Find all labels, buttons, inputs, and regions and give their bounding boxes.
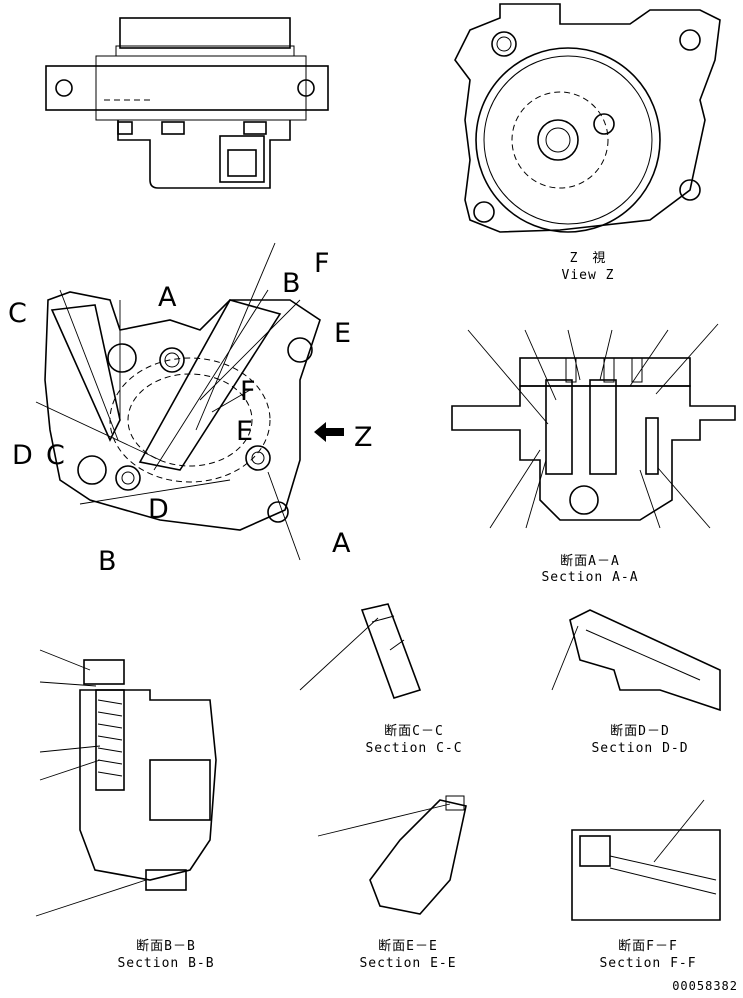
section-f-f-title-jp: 断面F－F — [618, 939, 678, 954]
drawing-number: 00058382 — [672, 979, 738, 993]
section-cut-lines — [35, 242, 301, 561]
cut-label-d-2: D — [148, 494, 169, 525]
section-d-d-drawing — [569, 609, 721, 712]
view-arrow-z — [314, 422, 344, 442]
section-b-b-title-en: Section B-B — [117, 956, 214, 971]
section-c-c-title-en: Section C-C — [365, 741, 462, 756]
cut-label-f-1: F — [314, 248, 330, 279]
cut-label-a-2: A — [332, 528, 351, 559]
section-c-c-drawing — [360, 603, 422, 699]
view-z-drawing — [454, 3, 721, 233]
cut-label-e-2: E — [236, 416, 253, 447]
section-b-b-leaders — [35, 649, 147, 917]
cut-label-c-2: C — [46, 440, 65, 471]
section-a-a-title-en: Section A-A — [541, 570, 638, 585]
section-b-b-drawing — [79, 659, 217, 891]
cut-label-a-1: A — [158, 282, 177, 313]
cut-label-c-1: C — [8, 298, 27, 329]
section-d-d-title-jp: 断面D－D — [610, 724, 670, 739]
section-f-f-drawing — [571, 829, 721, 921]
section-c-c-leader — [299, 617, 379, 691]
pump-side-view — [45, 17, 329, 189]
cut-label-e-1: E — [334, 318, 351, 349]
section-e-e-leader — [317, 803, 451, 837]
section-e-e-title-en: Section E-E — [359, 956, 456, 971]
section-a-a-leaders — [467, 323, 719, 529]
section-e-e-title-jp: 断面E－E — [378, 939, 438, 954]
view-label-z: Z — [354, 422, 373, 453]
section-a-a-title-jp: 断面A－A — [560, 554, 620, 569]
view-z-title-jp: Z 視 — [570, 251, 607, 266]
cut-label-f-2: F — [240, 376, 256, 407]
section-d-d-leader — [551, 625, 579, 691]
section-f-f-leader — [653, 799, 705, 863]
section-c-c-title-jp: 断面C－C — [384, 724, 444, 739]
section-b-b-title-jp: 断面B－B — [136, 939, 196, 954]
cut-label-b-2: B — [98, 546, 117, 577]
cut-label-b-1: B — [282, 268, 301, 299]
section-e-e-drawing — [369, 795, 467, 915]
section-d-d-title-en: Section D-D — [591, 741, 688, 756]
pump-front-view — [44, 291, 321, 531]
view-z-title-en: View Z — [562, 268, 615, 283]
section-f-f-title-en: Section F-F — [599, 956, 696, 971]
section-a-a-drawing — [451, 357, 736, 521]
cut-label-d-1: D — [12, 440, 33, 471]
